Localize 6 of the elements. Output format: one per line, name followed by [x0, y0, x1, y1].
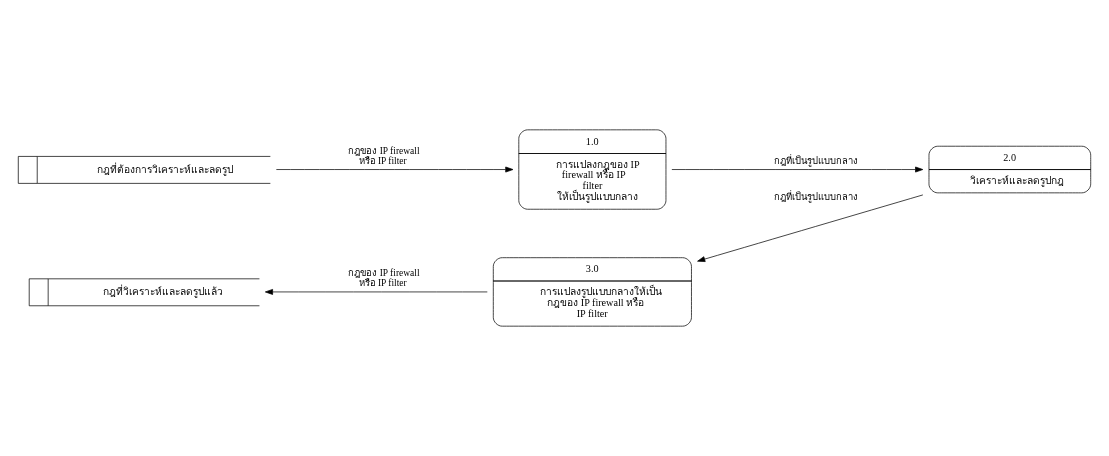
edge-label: กฎของ IP firewall หรือ IP filter: [348, 268, 420, 289]
edge-label: กฎที่เป็นรูปแบบกลาง: [773, 156, 858, 166]
node-text: กฎที่ต้องการวิเคราะห์และลดรูป: [96, 163, 233, 175]
node-text: กฎที่วิเคราะห์และลดรูปแล้ว: [103, 285, 224, 297]
edge-label: กฎที่เป็นรูปแบบกลาง: [773, 192, 858, 203]
edge-label: กฎของ IP firewall หรือ IP filter: [348, 145, 420, 166]
